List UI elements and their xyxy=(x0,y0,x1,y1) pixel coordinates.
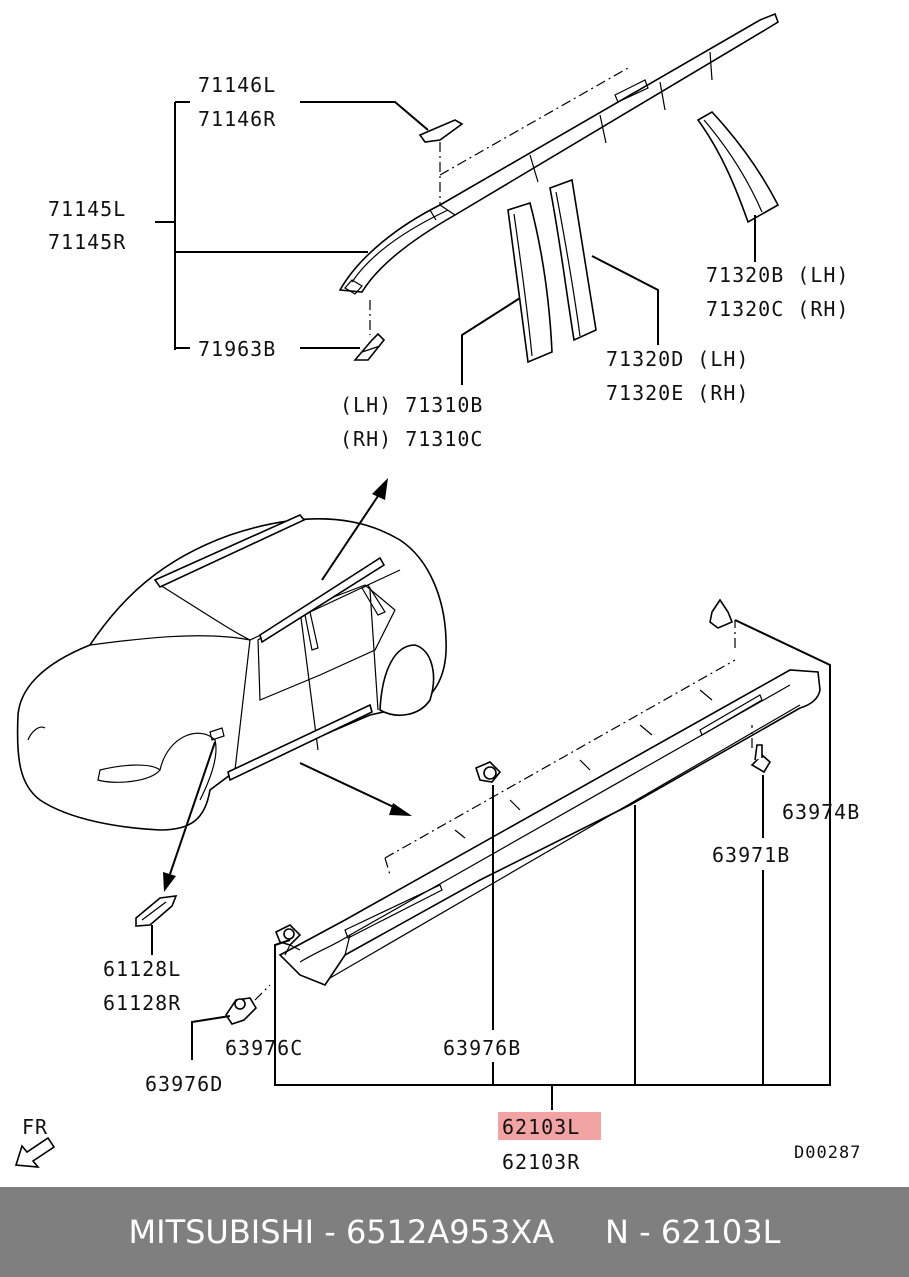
label-71320B: 71320B (LH) xyxy=(706,263,849,287)
label-71310C: (RH) 71310C xyxy=(340,427,483,451)
highlight-62103L xyxy=(498,1112,601,1140)
fastener-71963B xyxy=(353,300,386,361)
pillar-trim-71320D xyxy=(549,178,597,342)
label-71963B: 71963B xyxy=(198,337,276,361)
label-63971B: 63971B xyxy=(712,843,790,867)
label-63976D: 63976D xyxy=(145,1072,223,1096)
vehicle-illustration xyxy=(16,514,447,831)
footer-ref: N - 62103L xyxy=(605,1213,781,1251)
clips xyxy=(135,598,772,1025)
label-71146R: 71146R xyxy=(198,107,276,131)
label-63976C: 63976C xyxy=(225,1036,303,1060)
label-71145R: 71145R xyxy=(48,230,126,254)
pointer-arrows xyxy=(163,478,412,892)
molding-end-cap-71146 xyxy=(418,67,629,205)
label-71310B: (LH) 71310B xyxy=(340,393,483,417)
label-63976B: 63976B xyxy=(443,1036,521,1060)
pillar-trim-71320B xyxy=(696,110,780,224)
label-71320D: 71320D (LH) xyxy=(606,347,749,371)
footer-bar: MITSUBISHI - 6512A953XA N - 62103L xyxy=(0,1187,909,1277)
footer-oem-number: 6512A953XA xyxy=(345,1213,555,1251)
label-71320E: 71320E (RH) xyxy=(606,381,749,405)
parts-diagram: 71146L 71146R 71145L 71145R 71963B (LH) … xyxy=(14,12,861,1174)
label-71145L: 71145L xyxy=(48,197,126,221)
footer-gap xyxy=(554,1213,605,1251)
label-62103R: 62103R xyxy=(502,1150,580,1174)
roof-molding-71145 xyxy=(338,12,779,295)
label-61128L: 61128L xyxy=(103,957,181,981)
label-63974B: 63974B xyxy=(782,800,860,824)
label-71146L: 71146L xyxy=(198,73,276,97)
pillar-trim-71310 xyxy=(507,201,553,364)
footer-brand: MITSUBISHI xyxy=(128,1213,315,1251)
label-61128R: 61128R xyxy=(103,991,181,1015)
side-sill-garnish-62103 xyxy=(278,659,821,986)
label-fr: FR xyxy=(22,1115,48,1139)
front-direction-arrow xyxy=(14,1136,56,1168)
label-62103L: 62103L xyxy=(502,1115,580,1139)
diagram-code: D00287 xyxy=(794,1143,861,1163)
label-71320C: 71320C (RH) xyxy=(706,297,849,321)
footer-separator: - xyxy=(314,1213,346,1251)
